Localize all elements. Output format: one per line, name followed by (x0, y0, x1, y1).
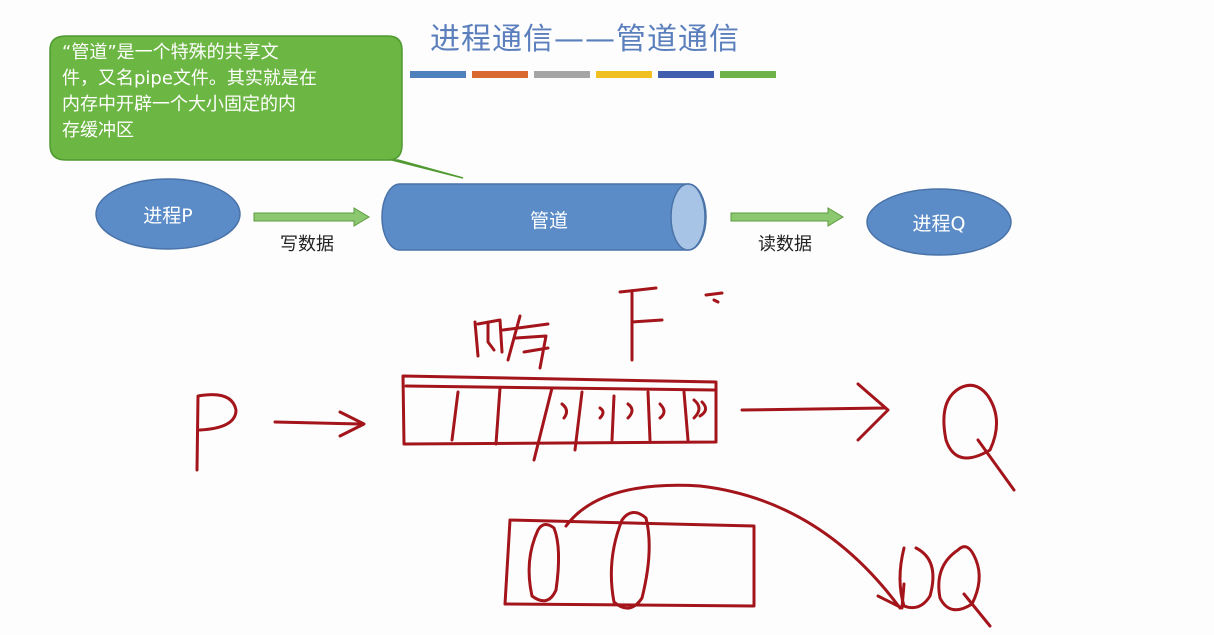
callout-line: 件，又名pipe文件。其实就是在 (62, 68, 317, 89)
process-p-ellipse (95, 178, 241, 250)
write-data-label: 写数据 (280, 234, 334, 255)
callout-line: “管道”是一个特殊的共享文 (62, 42, 279, 63)
color-bar-gray (534, 71, 590, 78)
write-arrow (253, 207, 370, 227)
process-q-ellipse (866, 188, 1012, 256)
color-bar-navy (658, 71, 714, 78)
color-bar-green (720, 71, 776, 78)
color-bar-yellow (596, 71, 652, 78)
pipe-cylinder (381, 183, 707, 251)
slide-title: 进程通信——管道通信 (430, 22, 740, 57)
callout-line: 存缓冲区 (62, 120, 134, 141)
pipe-label: 管道 (530, 210, 569, 232)
callout-text: “管道”是一个特殊的共享文 件，又名pipe文件。其实就是在 内存中开辟一个大小… (62, 40, 392, 144)
title-color-bars (410, 71, 776, 78)
read-arrow (730, 207, 844, 227)
process-p-label: 进程P (143, 205, 193, 227)
handwritten-annotations (195, 286, 1016, 628)
color-bar-blue (410, 71, 466, 78)
callout-bubble (49, 35, 464, 179)
color-bar-orange (472, 71, 528, 78)
callout-line: 内存中开辟一个大小固定的内 (62, 94, 296, 115)
process-q-label: 进程Q (912, 213, 966, 235)
read-data-label: 读数据 (758, 234, 812, 255)
